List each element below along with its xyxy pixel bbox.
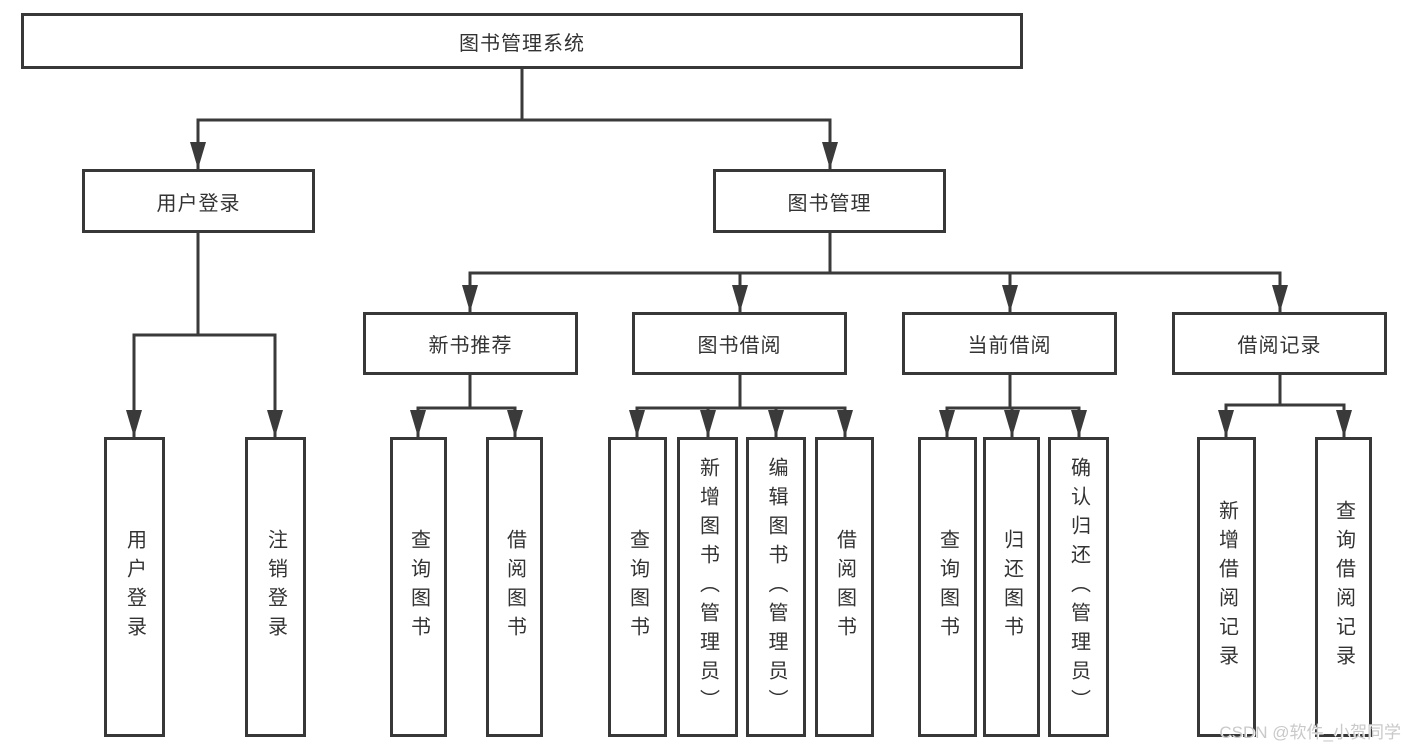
node-label: 新增借阅记录 [1215,500,1238,674]
leaf-query-books-borrowing: 查询图书 [608,437,667,737]
node-label: 归还图书 [1000,529,1023,645]
node-label: 图书管理 [787,192,872,215]
node-label: 当前借阅 [967,335,1052,357]
node-label: 新书推荐 [428,335,513,357]
leaf-confirm-return-admin: 确认归还（管理员） [1048,437,1109,737]
node-label: 用户登录 [123,529,146,645]
node-label: 借阅图书 [503,529,526,645]
node-label: 借阅记录 [1237,335,1322,357]
leaf-query-books-recommend: 查询图书 [390,437,447,737]
node-label: 查询借阅记录 [1332,500,1355,674]
leaf-return-books: 归还图书 [983,437,1040,737]
node-book-management: 图书管理 [713,169,946,233]
leaf-edit-book-admin: 编辑图书（管理员） [746,437,806,737]
node-label: 编辑图书（管理员） [765,456,787,718]
node-borrowing-records: 借阅记录 [1172,312,1387,375]
node-label: 确认归还（管理员） [1067,456,1090,718]
csdn-watermark: CSDN @软件_小贺同学 [1219,723,1401,742]
leaf-query-books-current: 查询图书 [918,437,977,737]
node-label: 借阅图书 [833,529,856,645]
leaf-borrow-books-recommend: 借阅图书 [486,437,543,737]
node-label: 图书借阅 [697,335,782,357]
node-library-management-system: 图书管理系统 [21,13,1023,69]
node-label: 新增图书（管理员） [696,456,719,718]
node-new-book-recommendation: 新书推荐 [363,312,578,375]
node-label: 注销登录 [264,529,287,645]
node-label: 查询图书 [936,529,959,645]
node-label: 用户登录 [156,192,241,215]
leaf-add-borrow-record: 新增借阅记录 [1197,437,1256,737]
node-current-borrowing: 当前借阅 [902,312,1117,375]
node-label: 查询图书 [407,529,430,645]
node-label: 图书管理系统 [459,32,585,55]
leaf-borrow-books: 借阅图书 [815,437,874,737]
leaf-query-borrow-record: 查询借阅记录 [1315,437,1372,737]
leaf-logout: 注销登录 [245,437,306,737]
node-book-borrowing: 图书借阅 [632,312,847,375]
leaf-add-book-admin: 新增图书（管理员） [677,437,738,737]
leaf-user-login: 用户登录 [104,437,165,737]
node-user-login: 用户登录 [82,169,315,233]
node-label: 查询图书 [626,529,649,645]
